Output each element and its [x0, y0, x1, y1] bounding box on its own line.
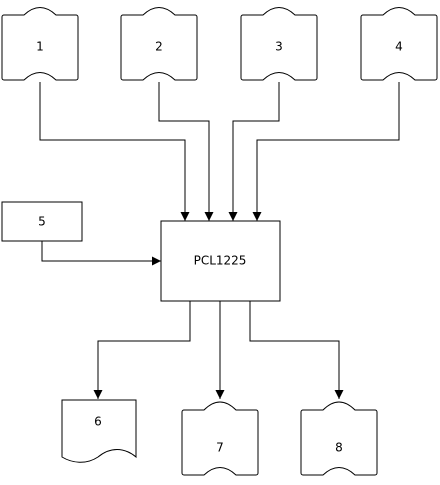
- node-n2: 2: [120, 7, 198, 81]
- edge-n4-proc: [252, 82, 400, 221]
- edge-n1-proc: [39, 82, 190, 221]
- node-n6: 6: [61, 399, 137, 463]
- node-label-n7: 7: [216, 441, 224, 455]
- node-n1: 1: [1, 7, 79, 81]
- node-n7: 7: [181, 401, 259, 476]
- node-label-proc: PCL1225: [194, 254, 247, 268]
- node-label-n8: 8: [335, 441, 343, 455]
- edge-proc-n8: [249, 301, 344, 399]
- edge-n5-proc: [41, 241, 161, 266]
- edge-n2-proc: [158, 82, 214, 221]
- node-label-n5: 5: [38, 215, 46, 229]
- node-label-n6: 6: [94, 415, 102, 429]
- node-label-n4: 4: [395, 40, 403, 54]
- node-label-n1: 1: [36, 40, 44, 54]
- node-n3: 3: [240, 7, 318, 81]
- node-label-n3: 3: [275, 40, 283, 54]
- node-n4: 4: [360, 7, 438, 81]
- node-n8: 8: [300, 401, 378, 476]
- node-label-n2: 2: [155, 40, 163, 54]
- node-proc: PCL1225: [160, 220, 281, 302]
- edge-n3-proc: [228, 82, 280, 221]
- node-n5: 5: [1, 201, 83, 242]
- edge-proc-n6: [93, 301, 191, 399]
